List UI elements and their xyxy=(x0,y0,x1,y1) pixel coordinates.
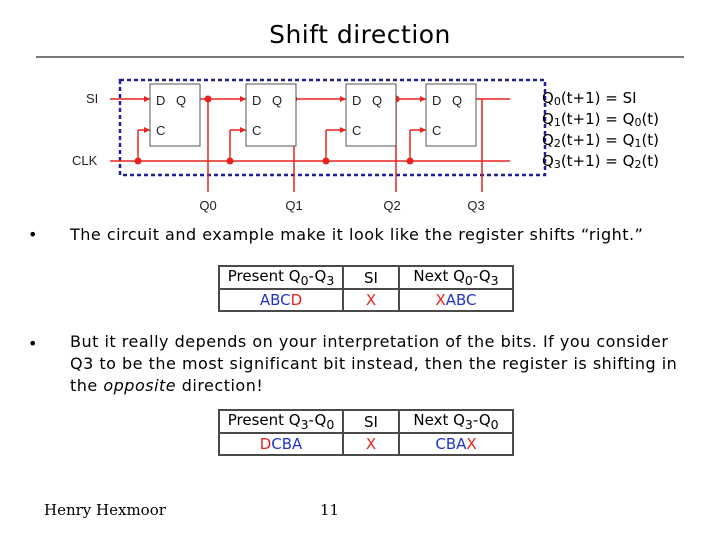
equation-q0: Q0(t+1) = SI xyxy=(542,89,637,108)
table2-header-present: Present Q3-Q0 xyxy=(218,409,344,434)
arrowheads xyxy=(144,96,426,133)
table1-cell-present: ABCD xyxy=(218,288,344,312)
bullet-marker-1: • xyxy=(28,225,38,244)
ff1-c-label: C xyxy=(252,123,261,138)
output-q3-label: Q3 xyxy=(467,198,484,213)
equation-q1: Q1(t+1) = Q0(t) xyxy=(542,110,660,129)
output-q0-label: Q0 xyxy=(199,198,216,213)
ff0-c-label: C xyxy=(156,123,165,138)
flip-flop-3 xyxy=(425,83,477,147)
table1-cell-si: X xyxy=(342,288,400,312)
ff1-q-label: Q xyxy=(272,93,282,108)
highlight-frame xyxy=(118,78,547,177)
table2-header-si: SI xyxy=(342,409,400,434)
equation-q2: Q2(t+1) = Q1(t) xyxy=(542,131,660,150)
ff3-d-label: D xyxy=(432,93,441,108)
ff0-q-label: Q xyxy=(176,93,186,108)
table2-header-next: Next Q3-Q0 xyxy=(398,409,514,434)
ff2-q-label: Q xyxy=(372,93,382,108)
table1-header-next: Next Q0-Q3 xyxy=(398,265,514,290)
title-divider xyxy=(36,56,684,58)
shift-table-2: Present Q3-Q0 SI Next Q3-Q0 DCBA X CBAX xyxy=(218,409,514,456)
table2-cell-si: X xyxy=(342,432,400,456)
flip-flop-0 xyxy=(149,83,201,147)
si-label: SI xyxy=(86,91,98,106)
page-title: Shift direction xyxy=(269,20,451,49)
ff2-d-label: D xyxy=(352,93,361,108)
shift-register-diagram: SI CLK D Q xyxy=(72,78,547,213)
bullet-marker-2: • xyxy=(28,334,38,353)
ff1-d-label: D xyxy=(252,93,261,108)
bullet-text-2: But it really depends on your interpreta… xyxy=(70,332,678,395)
equation-q3: Q3(t+1) = Q2(t) xyxy=(542,152,660,171)
output-q1-label: Q1 xyxy=(285,198,302,213)
page-number: 11 xyxy=(320,501,340,519)
shift-table-1: Present Q0-Q3 SI Next Q0-Q3 ABCD X XABC xyxy=(218,265,514,312)
table1-cell-next: XABC xyxy=(398,288,514,312)
ff0-d-label: D xyxy=(156,93,165,108)
table1-header-present: Present Q0-Q3 xyxy=(218,265,344,290)
table1-header-si: SI xyxy=(342,265,400,290)
bullet-text-1: The circuit and example make it look lik… xyxy=(70,225,644,244)
flip-flops xyxy=(149,83,477,147)
ff3-c-label: C xyxy=(432,123,441,138)
table2-cell-present: DCBA xyxy=(218,432,344,456)
ff3-q-label: Q xyxy=(452,93,462,108)
footer-author: Henry Hexmoor xyxy=(44,501,166,519)
clk-label: CLK xyxy=(72,153,98,168)
state-equations: Q0(t+1) = SI Q1(t+1) = Q0(t) Q2(t+1) = Q… xyxy=(542,88,659,172)
flip-flop-2 xyxy=(345,83,397,147)
output-q2-label: Q2 xyxy=(383,198,400,213)
table2-cell-next: CBAX xyxy=(398,432,514,456)
flip-flop-1 xyxy=(245,83,297,147)
ff2-c-label: C xyxy=(352,123,361,138)
